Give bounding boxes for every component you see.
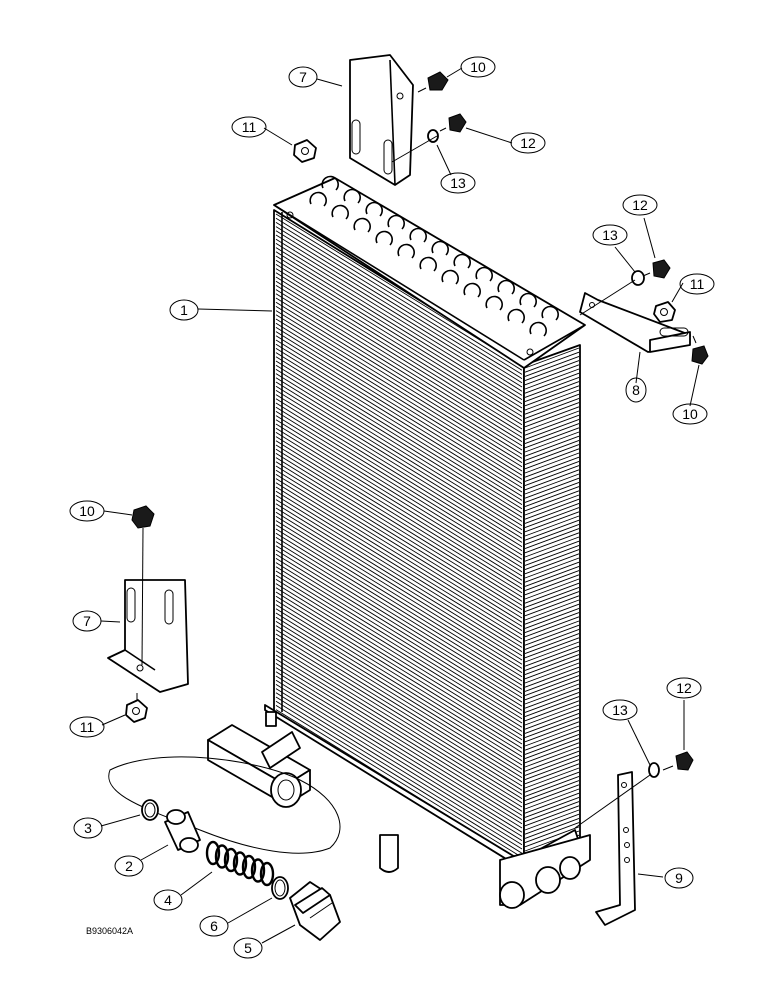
callout-10-left: 10 [69, 500, 105, 522]
spring-coils [205, 840, 275, 887]
callout-12-right: 12 [622, 194, 658, 216]
washer-right-13 [631, 270, 645, 286]
leader-lines [100, 67, 700, 944]
top-header-coils [273, 175, 586, 369]
condenser-core [273, 209, 581, 871]
callout-13-lower-label: 13 [612, 702, 628, 718]
callout-11-right: 11 [679, 273, 715, 295]
callout-6: 6 [199, 915, 229, 937]
nut-right-11 [653, 301, 676, 323]
callout-12-lower: 12 [666, 677, 702, 699]
callout-11-top-label: 11 [242, 119, 257, 135]
callout-13-right-label: 13 [602, 227, 618, 243]
callout-11-left: 11 [69, 716, 105, 738]
callout-8-label: 8 [632, 382, 640, 398]
callout-2-label: 2 [125, 858, 133, 874]
callout-12-top: 12 [510, 132, 546, 154]
callout-12-lower-label: 12 [676, 680, 692, 696]
callout-7-top: 7 [288, 66, 318, 88]
callout-10-right-label: 10 [682, 406, 698, 422]
washer-top-13 [427, 129, 439, 143]
callout-5-label: 5 [244, 940, 252, 956]
callout-10-right: 10 [672, 403, 708, 425]
inlet-block [207, 724, 311, 808]
figure-code: B9306042A [86, 926, 133, 936]
bolt-lower-12 [662, 751, 694, 771]
callout-13-top-label: 13 [450, 175, 466, 191]
callout-13-right: 13 [592, 224, 628, 246]
o-ring-large [271, 876, 289, 900]
callout-12-right-label: 12 [632, 197, 648, 213]
callout-1-label: 1 [180, 302, 188, 318]
callout-2: 2 [114, 855, 144, 877]
callout-13-lower: 13 [602, 699, 638, 721]
o-ring-small [141, 799, 159, 821]
mid-bracket [579, 292, 691, 353]
left-bracket [107, 579, 189, 693]
hex-plug [289, 881, 341, 941]
callout-7-left-label: 7 [83, 613, 91, 629]
callout-10-top-label: 10 [470, 59, 486, 75]
callout-12-top-label: 12 [520, 135, 536, 151]
callout-7-top-label: 7 [299, 69, 307, 85]
bolt-right-10 [691, 335, 709, 365]
callout-11-top: 11 [231, 116, 267, 138]
bottom-header [264, 704, 591, 909]
nut-top-11 [293, 139, 317, 163]
callout-9: 9 [664, 867, 694, 889]
callout-13-top: 13 [440, 172, 476, 194]
callout-10-left-label: 10 [79, 503, 95, 519]
callout-9-label: 9 [675, 870, 683, 886]
callout-5: 5 [233, 937, 263, 959]
callout-3-label: 3 [84, 820, 92, 836]
callout-11-left-label: 11 [80, 719, 95, 735]
nut-left-11 [125, 693, 148, 723]
callout-6-label: 6 [210, 918, 218, 934]
filter-drier-sleeve [164, 809, 201, 853]
callout-8: 8 [625, 377, 647, 403]
callout-3: 3 [73, 817, 103, 839]
callout-4-label: 4 [164, 892, 172, 908]
washer-lower-13 [648, 762, 660, 778]
bolt-top-12 [439, 113, 467, 133]
callout-4: 4 [153, 889, 183, 911]
callout-10-top: 10 [460, 56, 496, 78]
bolt-left-10 [131, 505, 155, 666]
bolt-right-12 [642, 259, 671, 279]
callout-1: 1 [169, 299, 199, 321]
callout-11-right-label: 11 [690, 276, 705, 292]
lower-strap [595, 771, 636, 926]
bolt-top-10 [417, 71, 449, 93]
callout-7-left: 7 [72, 610, 102, 632]
upper-bracket [349, 54, 414, 186]
